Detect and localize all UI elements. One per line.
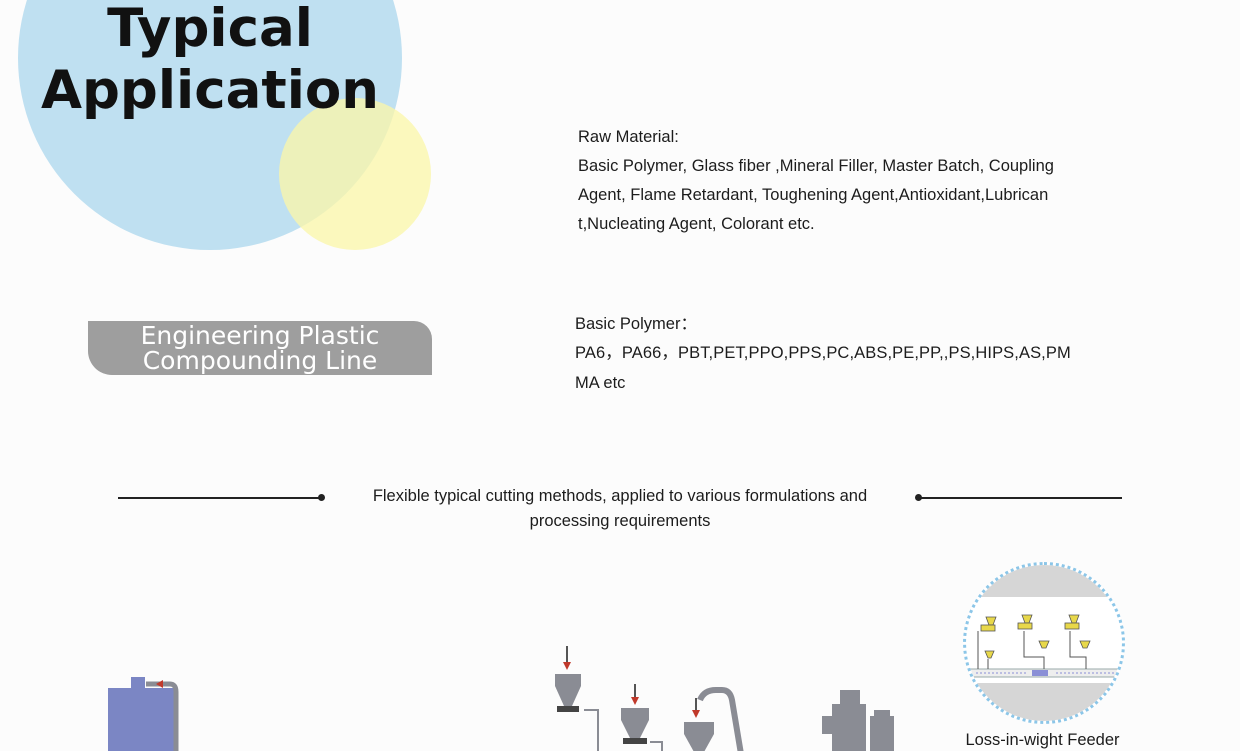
raw-material-title: Raw Material: — [578, 128, 679, 146]
feeder-inset — [963, 562, 1125, 724]
loss-in-weight-feeder-illustration — [966, 565, 1122, 721]
material-tank-illustration — [108, 677, 179, 751]
hopper-2-illustration — [621, 684, 663, 751]
compounding-line-tab: Engineering Plastic Compounding Line — [88, 321, 432, 375]
feeder-label: Loss-in-wight Feeder — [965, 731, 1120, 749]
title-line-1: Typical — [107, 0, 313, 59]
compounding-line-illustration — [108, 646, 894, 751]
divider-caption: Flexible typical cutting methods, applie… — [340, 484, 900, 534]
hopper-3-illustration — [684, 687, 744, 751]
decorative-yellow-circle — [279, 98, 431, 250]
title-line-2: Application — [40, 60, 380, 121]
basic-polymer-title: Basic Polymer： — [575, 315, 697, 333]
hopper-1-illustration — [555, 646, 599, 751]
basic-polymer-section: Basic Polymer： PA6，PA66，PBT,PET,PPO,PPS,… — [575, 310, 1095, 398]
raw-material-line-3: t,Nucleating Agent, Colorant etc. — [578, 215, 815, 233]
divider-right-dot — [915, 494, 922, 501]
raw-material-line-2: Agent, Flame Retardant, Toughening Agent… — [578, 186, 1049, 204]
tab-label-line-2: Compounding Line — [142, 346, 378, 375]
divider-left-dot — [318, 494, 325, 501]
tab-label-line-1: Engineering Plastic — [140, 321, 380, 350]
caption-line-1: Flexible typical cutting methods, applie… — [372, 487, 868, 505]
raw-material-section: Raw Material: Basic Polymer, Glass fiber… — [578, 123, 1078, 239]
basic-polymer-line-2: MA etc — [575, 374, 626, 392]
divider-right-line — [918, 497, 1122, 499]
basic-polymer-line-1: PA6，PA66，PBT,PET,PPO,PPS,PC,ABS,PE,PP,,P… — [575, 344, 1071, 362]
caption-line-2: processing requirements — [529, 512, 711, 530]
divider-left-line — [118, 497, 322, 499]
motor-gearbox-illustration — [822, 690, 894, 751]
raw-material-line-1: Basic Polymer, Glass fiber ,Mineral Fill… — [578, 157, 1054, 175]
